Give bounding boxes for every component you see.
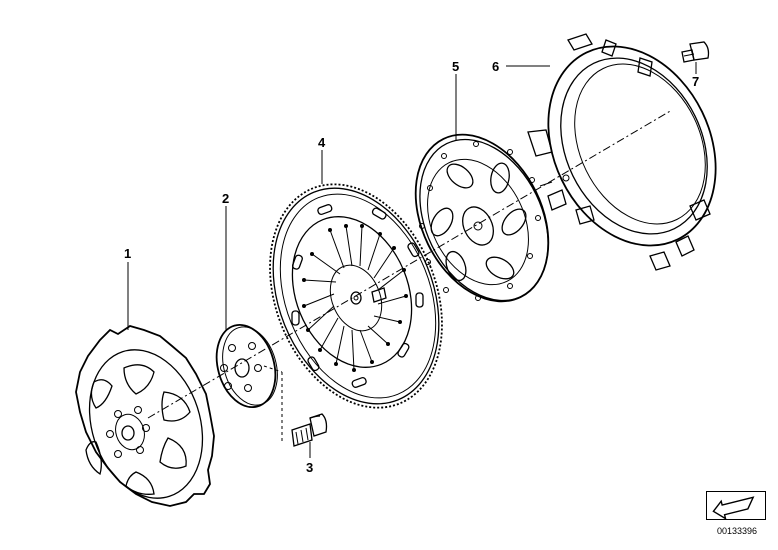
part-3-bolt [291, 413, 328, 447]
reference-code: 00133396 [716, 526, 758, 536]
part-6-clutch-cover [527, 33, 717, 271]
arrow-icon [712, 496, 755, 521]
callout-5: 5 [452, 59, 459, 74]
assembly-axis [147, 109, 673, 419]
callout-3: 3 [306, 460, 313, 475]
part-2-spacer-disc [215, 323, 278, 409]
callout-7: 7 [692, 74, 699, 89]
callout-1: 1 [124, 246, 131, 261]
part-7-bolt [681, 41, 710, 63]
callout-6: 6 [492, 59, 499, 74]
leader-lines [127, 62, 697, 458]
reference-box [706, 491, 766, 521]
callout-4: 4 [318, 135, 326, 150]
part-5-pressure-plate [414, 133, 550, 303]
bolt-3-guide-line-2 [263, 365, 283, 373]
part-1-drive-plate [75, 325, 215, 507]
callout-2: 2 [222, 191, 229, 206]
part-4-flywheel [269, 183, 443, 409]
